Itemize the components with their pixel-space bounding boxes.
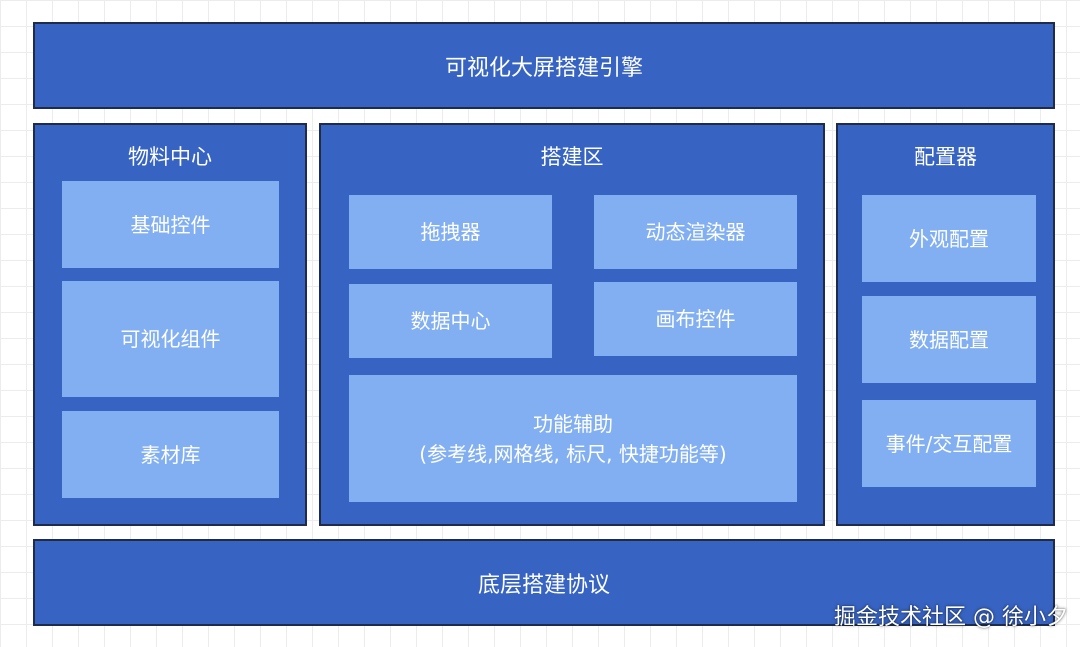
event-interaction-config-box: 事件/交互配置 xyxy=(862,400,1036,487)
assist-features-title: 功能辅助 xyxy=(533,411,613,436)
basic-controls-box: 基础控件 xyxy=(62,181,279,268)
event-interaction-config-label: 事件/交互配置 xyxy=(885,431,1013,456)
canvas-controls-box: 画布控件 xyxy=(594,282,797,356)
visual-components-label: 可视化组件 xyxy=(120,327,221,351)
material-center-panel: 物料中心 基础控件 可视化组件 素材库 xyxy=(33,123,307,526)
asset-library-label: 素材库 xyxy=(140,442,201,467)
dynamic-renderer-box: 动态渲染器 xyxy=(594,195,797,269)
engine-band-label: 可视化大屏搭建引擎 xyxy=(444,55,643,81)
dynamic-renderer-label: 动态渲染器 xyxy=(645,220,746,244)
data-config-box: 数据配置 xyxy=(862,296,1036,383)
assist-features-detail: (参考线,网格线, 标尺, 快捷功能等) xyxy=(419,441,727,466)
basic-controls-label: 基础控件 xyxy=(130,212,211,237)
protocol-band-label: 底层搭建协议 xyxy=(477,572,610,598)
data-center-label: 数据中心 xyxy=(410,309,491,333)
asset-library-box: 素材库 xyxy=(62,411,279,498)
drag-handler-label: 拖拽器 xyxy=(420,220,481,244)
data-center-box: 数据中心 xyxy=(349,284,552,358)
engine-band: 可视化大屏搭建引擎 xyxy=(33,22,1055,109)
appearance-config-box: 外观配置 xyxy=(862,195,1036,282)
drag-handler-box: 拖拽器 xyxy=(349,195,552,269)
juejin-watermark: 掘金技术社区 @ 徐小夕 xyxy=(834,605,1068,630)
data-config-label: 数据配置 xyxy=(909,327,989,352)
canvas-controls-label: 画布控件 xyxy=(655,307,736,331)
visual-components-box: 可视化组件 xyxy=(62,281,279,397)
build-area-panel: 搭建区 拖拽器 动态渲染器 数据中心 画布控件 功能辅助 (参考线,网格线, 标… xyxy=(319,123,825,526)
build-area-title: 搭建区 xyxy=(540,145,604,169)
configurator-title: 配置器 xyxy=(914,145,977,169)
configurator-panel: 配置器 外观配置 数据配置 事件/交互配置 xyxy=(836,123,1055,526)
appearance-config-label: 外观配置 xyxy=(909,226,989,251)
assist-features-box: 功能辅助 (参考线,网格线, 标尺, 快捷功能等) xyxy=(349,375,797,502)
protocol-band: 底层搭建协议 xyxy=(33,539,1055,626)
material-center-title: 物料中心 xyxy=(128,145,212,169)
